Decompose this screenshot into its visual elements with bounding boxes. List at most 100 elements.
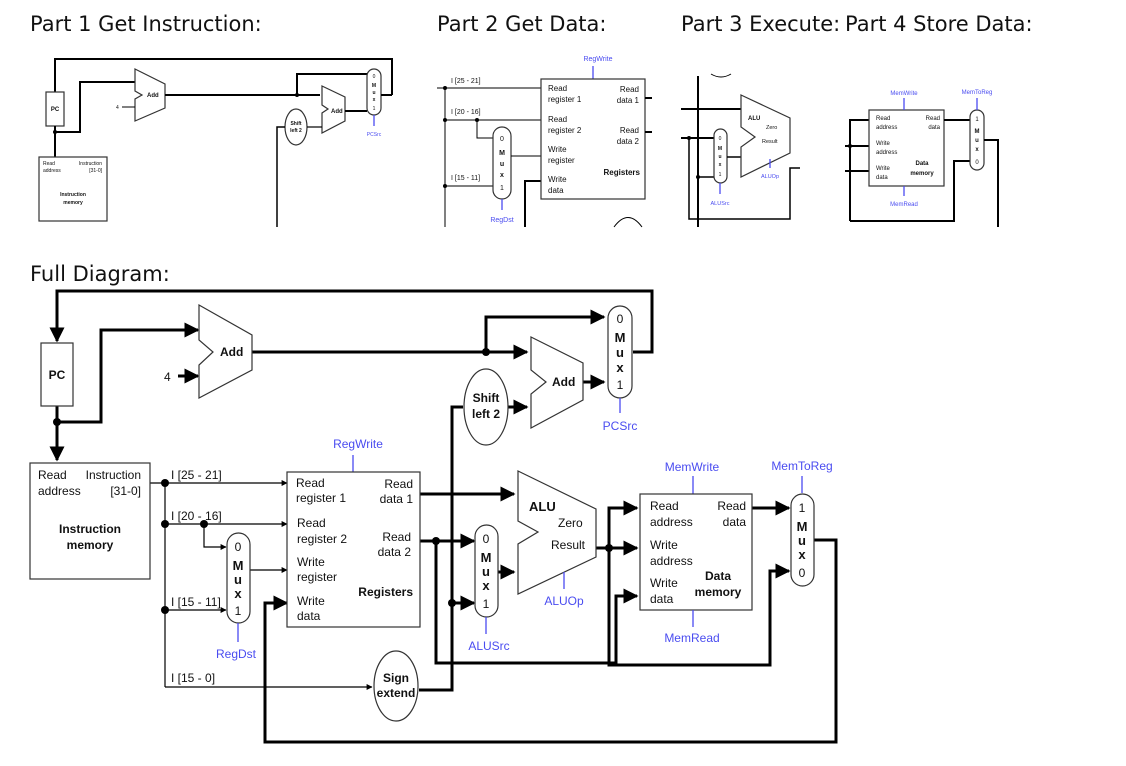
svg-text:MemRead: MemRead (890, 202, 918, 208)
svg-text:Read: Read (620, 126, 639, 135)
svg-text:Write: Write (876, 141, 891, 147)
svg-text:Registers: Registers (604, 168, 641, 177)
wire-signext-to-shift (419, 405, 463, 692)
svg-text:data: data (876, 175, 888, 181)
wire-rd2-to-dmem (434, 541, 639, 665)
svg-text:I [25 - 21]: I [25 - 21] (451, 78, 481, 85)
svg-text:1: 1 (483, 597, 490, 611)
svg-text:left 2: left 2 (290, 128, 302, 134)
svg-text:u: u (482, 564, 490, 579)
svg-text:x: x (500, 172, 504, 179)
svg-text:data: data (297, 609, 321, 623)
svg-text:u: u (975, 138, 979, 144)
svg-text:1: 1 (617, 378, 624, 392)
field-rd-label: I [15 - 11] (171, 595, 221, 609)
register-file: Read register 1 Read register 2 Write re… (286, 471, 421, 628)
svg-text:Read: Read (876, 116, 890, 122)
svg-text:Result: Result (762, 139, 778, 145)
wire-pc-plus-4-to-mux (484, 309, 606, 352)
svg-text:M: M (975, 129, 980, 135)
svg-text:I [15 - 11]: I [15 - 11] (451, 175, 480, 182)
svg-text:memory: memory (63, 200, 83, 206)
svg-text:Read: Read (926, 116, 940, 122)
svg-text:address: address (876, 125, 897, 131)
memtoreg-signal: MemToReg (771, 459, 832, 473)
wires (49, 289, 838, 744)
alu (517, 470, 597, 595)
svg-text:x: x (234, 586, 242, 601)
svg-text:Registers: Registers (358, 585, 413, 599)
junction-dot (53, 418, 61, 426)
svg-text:Instruction: Instruction (59, 522, 121, 536)
svg-text:RegDst: RegDst (490, 217, 513, 224)
svg-text:Read: Read (384, 477, 413, 491)
pc-label: PC (51, 107, 60, 113)
svg-text:left 2: left 2 (472, 407, 500, 421)
junction-dot (53, 130, 57, 134)
svg-text:data: data (723, 515, 747, 529)
svg-text:memory: memory (67, 538, 114, 552)
wire-rt-to-mux (203, 524, 227, 550)
regdst-mux: 0 M u x 1 (226, 532, 251, 624)
part4-thumbnail: Read address Write address Write data Re… (845, 90, 999, 227)
part2-heading: Part 2 Get Data: (437, 12, 607, 36)
svg-text:x: x (373, 97, 376, 103)
field-rs-label: I [25 - 21] (171, 468, 222, 482)
add-unit (134, 68, 166, 122)
svg-text:Write: Write (548, 145, 567, 154)
svg-text:Data: Data (705, 569, 731, 583)
svg-text:Data: Data (915, 161, 929, 167)
svg-text:1: 1 (799, 501, 806, 515)
regdst-signal: RegDst (216, 647, 257, 661)
svg-text:Read: Read (38, 468, 67, 482)
part1-thumbnail: PC Add 4 Add Shift left 2 0 M u x 1 PCSr… (38, 58, 393, 227)
junction-dot (482, 348, 490, 356)
alusrc-mux: 0 M u x 1 (474, 524, 499, 618)
alu-label: ALU (529, 499, 556, 514)
data-memory: Read address Write address Write data Re… (639, 493, 753, 611)
svg-text:register: register (297, 570, 337, 584)
svg-text:Read: Read (620, 85, 639, 94)
svg-text:M: M (797, 519, 808, 534)
svg-text:1: 1 (373, 106, 376, 112)
svg-text:MemToReg: MemToReg (962, 90, 993, 96)
svg-text:1: 1 (235, 604, 242, 618)
svg-text:Read: Read (717, 499, 746, 513)
memwrite-signal: MemWrite (665, 460, 720, 474)
svg-text:address: address (43, 168, 61, 174)
svg-text:x: x (719, 162, 722, 168)
alu-unit (740, 94, 791, 178)
branch-adder-label: Add (552, 375, 575, 389)
part4-heading: Part 4 Store Data: (845, 12, 1033, 36)
svg-text:[31-0]: [31-0] (110, 484, 141, 498)
svg-text:Read: Read (296, 476, 325, 490)
svg-text:address: address (876, 150, 897, 156)
svg-text:Read: Read (382, 530, 411, 544)
svg-text:0: 0 (373, 74, 376, 80)
svg-text:Read: Read (43, 161, 55, 167)
sign-extend (373, 650, 419, 722)
add-unit (321, 85, 346, 134)
svg-text:Read: Read (297, 516, 326, 530)
registers-block (540, 78, 646, 200)
svg-text:PCSrc: PCSrc (367, 132, 382, 138)
part2-thumbnail: I [25 - 21] I [20 - 16] I [15 - 11] 0 M … (437, 56, 652, 228)
svg-text:Read: Read (650, 499, 679, 513)
svg-text:data 2: data 2 (617, 137, 640, 146)
svg-text:MemWrite: MemWrite (890, 91, 918, 97)
svg-text:Write: Write (297, 555, 325, 569)
svg-text:Read: Read (548, 115, 567, 124)
pc-adder (198, 303, 253, 399)
svg-text:0: 0 (500, 136, 504, 143)
svg-text:register 1: register 1 (296, 491, 346, 505)
svg-text:M: M (372, 83, 376, 89)
svg-text:1: 1 (719, 172, 722, 178)
pc-source-mux: 0 M u x 1 (607, 305, 633, 399)
instruction-memory: Read address Instruction [31-0] Instruct… (29, 462, 151, 580)
svg-text:Shift: Shift (473, 391, 500, 405)
svg-text:1: 1 (975, 117, 979, 123)
svg-text:Sign: Sign (383, 671, 409, 685)
wire-alu-to-read-addr (607, 500, 639, 548)
svg-text:M: M (233, 558, 244, 573)
